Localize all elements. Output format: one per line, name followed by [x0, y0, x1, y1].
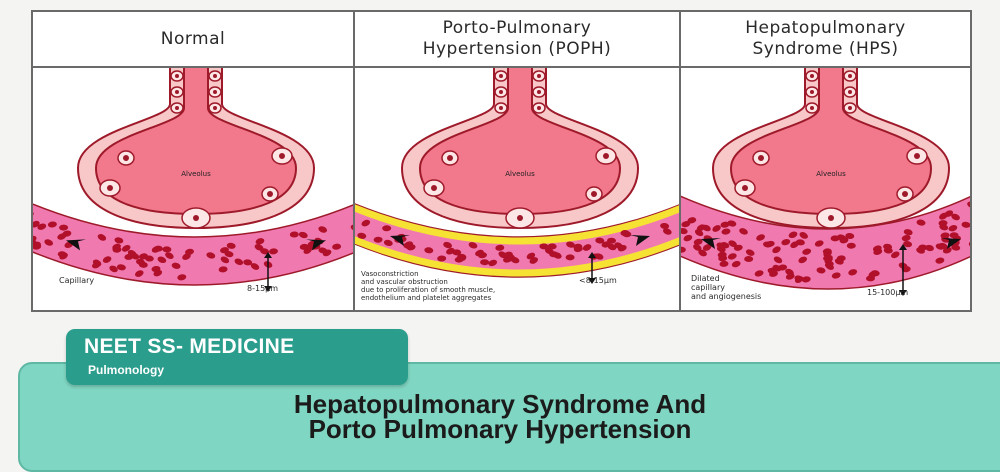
dilated-capillary-note: Dilated capillary and angiogenesis	[691, 274, 761, 301]
wall-cell-nucleus	[213, 106, 217, 110]
wall-cell-nucleus	[848, 106, 852, 110]
vessel-diameter-label: 15-100µm	[867, 288, 908, 297]
wall-cell-nucleus	[848, 74, 852, 78]
panel-title-line: Syndrome (HPS)	[745, 39, 906, 60]
panel-hps: Hepatopulmonary Syndrome (HPS) Alveolus …	[681, 12, 970, 310]
vasoconstriction-note: Vasoconstriction and vascular obstructio…	[361, 270, 495, 302]
wall-cell-nucleus	[499, 74, 503, 78]
wall-cell-nucleus	[810, 74, 814, 78]
wall-cell-nucleus	[848, 90, 852, 94]
pneumocyte-nucleus	[914, 153, 920, 159]
panel-poph: Porto-Pulmonary Hypertension (POPH) Alve…	[355, 12, 681, 310]
panel-header: Normal	[33, 12, 353, 68]
panel-header: Hepatopulmonary Syndrome (HPS)	[681, 12, 970, 68]
wall-cell-nucleus	[213, 90, 217, 94]
red-blood-cell	[549, 251, 558, 257]
wall-cell-nucleus	[213, 74, 217, 78]
panel-title: Normal	[161, 29, 226, 50]
capillary-label: Capillary	[59, 276, 94, 285]
pneumocyte-nucleus	[447, 155, 453, 161]
pneumocyte-nucleus	[591, 191, 597, 197]
alveolus-label: Alveolus	[505, 170, 535, 178]
wall-cell-nucleus	[499, 106, 503, 110]
wall-cell-nucleus	[810, 90, 814, 94]
panel-illustration: Alveolus	[33, 68, 355, 310]
wall-cell-nucleus	[175, 74, 179, 78]
red-blood-cell	[566, 254, 575, 260]
wall-cell-nucleus	[537, 74, 541, 78]
course-title: NEET SS- MEDICINE	[84, 335, 294, 359]
vessel-diameter-label: <8-15µm	[579, 276, 617, 285]
page-title-line: Porto Pulmonary Hypertension	[150, 417, 850, 442]
pneumocyte-nucleus	[431, 185, 437, 191]
alveolus-label: Alveolus	[816, 170, 846, 178]
vessel-diameter-label: 8-15µm	[247, 284, 278, 293]
pneumocyte-nucleus	[193, 215, 199, 221]
pneumocyte-nucleus	[279, 153, 285, 159]
panel-title-line: Hypertension (POPH)	[423, 39, 612, 60]
pneumocyte-nucleus	[603, 153, 609, 159]
wall-cell-nucleus	[537, 90, 541, 94]
pneumocyte-nucleus	[828, 215, 834, 221]
panel-title-line: Hepatopulmonary	[745, 18, 906, 39]
pneumocyte-nucleus	[107, 185, 113, 191]
pneumocyte-nucleus	[902, 191, 908, 197]
course-subject: Pulmonology	[88, 363, 164, 377]
pneumocyte-nucleus	[742, 185, 748, 191]
pneumocyte-nucleus	[758, 155, 764, 161]
alveolus-label: Alveolus	[181, 170, 211, 178]
wall-cell-nucleus	[537, 106, 541, 110]
wall-cell-nucleus	[175, 106, 179, 110]
panel-normal: Normal Alveolus Capillary 8-15µm	[33, 12, 355, 310]
course-tag: NEET SS- MEDICINE Pulmonology	[66, 329, 408, 385]
wall-cell-nucleus	[499, 90, 503, 94]
page-title: Hepatopulmonary Syndrome And Porto Pulmo…	[150, 392, 850, 442]
pneumocyte-nucleus	[267, 191, 273, 197]
panel-header: Porto-Pulmonary Hypertension (POPH)	[355, 12, 679, 68]
pneumocyte-nucleus	[517, 215, 523, 221]
wall-cell-nucleus	[810, 106, 814, 110]
panel-title-line: Porto-Pulmonary	[423, 18, 612, 39]
pneumocyte-nucleus	[123, 155, 129, 161]
wall-cell-nucleus	[175, 90, 179, 94]
figure-diagram: Normal Alveolus Capillary 8-15µm Porto-P…	[31, 10, 972, 312]
